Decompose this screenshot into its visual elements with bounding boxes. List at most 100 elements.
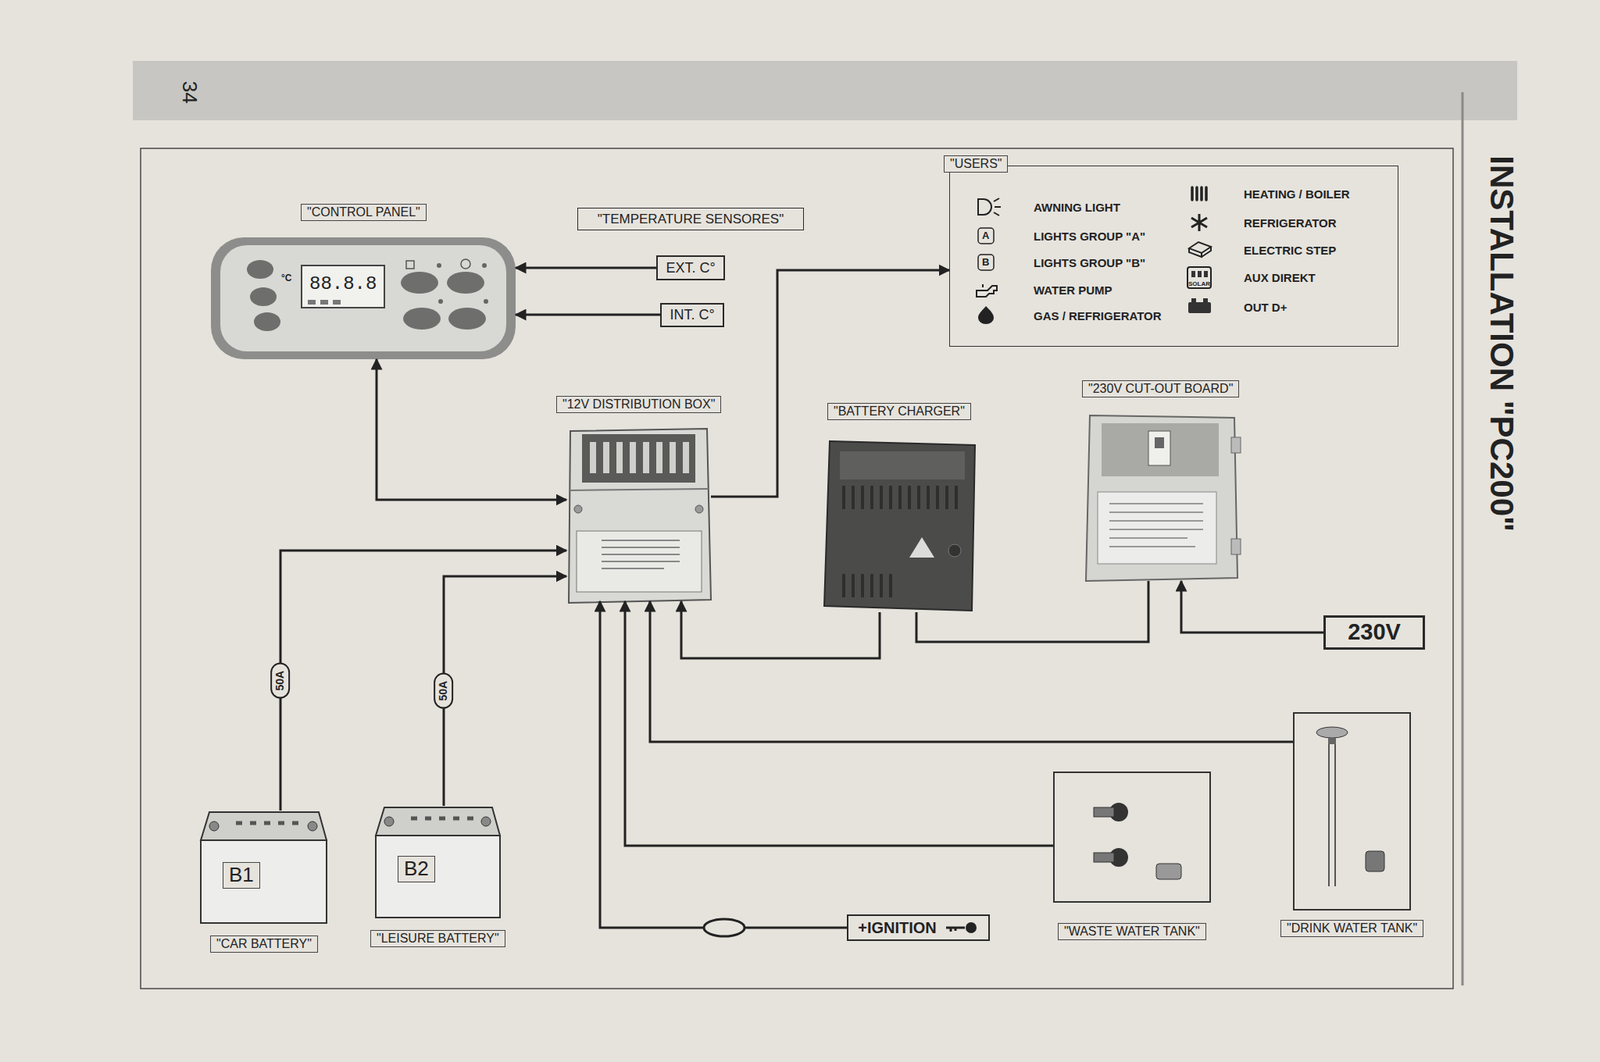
panel-button [448,307,486,330]
wire-connector [443,576,567,807]
panel-button [250,287,277,307]
wire-connector [916,581,1149,643]
fuse [616,442,623,474]
drink-water-tank: "DRINK WATER TANK" [1292,712,1411,911]
screw [574,505,583,514]
component-label: "LEISURE BATTERY" [370,930,506,948]
battery-id: B2 [397,856,436,883]
header-band [132,60,1518,121]
battery-terminal [384,817,394,827]
sensor-label: INT. C° [669,307,715,324]
wire-connector [515,314,661,317]
cut-out-body [1085,415,1238,582]
unit-symbol: °C [281,273,292,284]
battery-lid [375,807,500,836]
panel-button [403,307,441,330]
plate-lines [1109,503,1204,547]
fuse-symbol [703,919,745,937]
awning-light-icon [978,198,1001,216]
wire-connector [625,601,1054,847]
panel-button [400,271,439,294]
breaker-lever [1154,437,1165,449]
user-item: GAS / REFRIGERATOR [1033,309,1162,323]
fuse [682,442,690,474]
probe-head [1316,727,1348,739]
fuse-rating: 50A [270,663,290,700]
users-group: "USERS"AWNING LIGHTLIGHTS GROUP "A"LIGHT… [949,165,1399,347]
electric-step-icon [1189,242,1211,258]
fuse-window [582,434,696,483]
battery-terminal [307,821,318,832]
page-frame [140,148,1454,990]
user-item: LIGHTS GROUP "A" [1033,229,1146,243]
wire-connector [600,601,847,929]
panel-button [446,271,485,294]
battery-body [375,835,500,918]
battery-icon [1188,302,1211,314]
plate-line [601,553,680,556]
page-number: 34 [178,81,201,104]
component-label: "BATTERY CHARGER" [827,403,972,421]
wire-connector [1181,581,1324,633]
display-icon [320,300,329,305]
mains-input: 230V [1323,615,1425,650]
panel-display [301,265,385,308]
wire-connector [650,601,1293,743]
level-sensor [1156,864,1182,880]
distribution-box-body [568,428,711,604]
panel-symbol [406,260,415,269]
icon-text: SOLAR [1188,281,1211,289]
fuse [603,442,610,474]
probe-rod [1328,744,1330,887]
wire-connector [681,601,880,659]
valve-body [1093,853,1115,863]
panel-face [220,245,507,352]
component-label: "CONTROL PANEL" [300,203,427,222]
display-digits: 88.8.8 [309,274,377,295]
fuse [669,442,676,474]
wire-connector [515,267,657,270]
key-icon [944,920,979,936]
plate-line [601,567,665,570]
component-label: "DRINK WATER TANK" [1280,920,1424,938]
refrigerator-icon [1191,214,1208,232]
ignition-input: +IGNITION [846,914,990,942]
group-label: "TEMPERATURE SENSORES" [597,211,784,228]
user-item: OUT D+ [1243,300,1287,315]
user-item: HEATING / BOILER [1243,187,1350,201]
car-battery: B1"CAR BATTERY" [200,810,327,924]
panel-button [253,312,281,332]
fuse [589,442,597,474]
info-plate [576,531,702,593]
leisure-battery: B2"LEISURE BATTERY" [375,806,500,918]
user-item: WATER PUMP [1033,283,1113,297]
cable-gland [1231,539,1241,555]
panel-housing [210,237,516,360]
sensor-label: EXT. C° [665,260,715,277]
icon-letter: A [982,230,990,242]
fuse [629,442,636,474]
valve-body [1093,807,1115,818]
battery-icon [1203,298,1208,303]
plate-line [601,539,680,542]
panel-led [483,299,489,304]
cable-gland [1231,437,1241,454]
heating-icon [1192,187,1207,200]
warning-sign [909,537,935,558]
lid-seam [568,489,710,491]
charger-body [824,441,975,611]
battery-terminal [481,817,491,827]
battery-terminal [209,821,219,832]
side-rule [1461,92,1465,986]
component-label: "12V DISTRIBUTION BOX" [556,396,722,414]
panel-led [438,299,443,304]
battery-caps [235,821,299,826]
fuse [642,442,650,474]
gas-icon [978,306,994,325]
key-shaft [946,928,965,933]
panel-led [482,263,487,268]
panel-button [246,260,274,279]
fuse [656,442,663,474]
